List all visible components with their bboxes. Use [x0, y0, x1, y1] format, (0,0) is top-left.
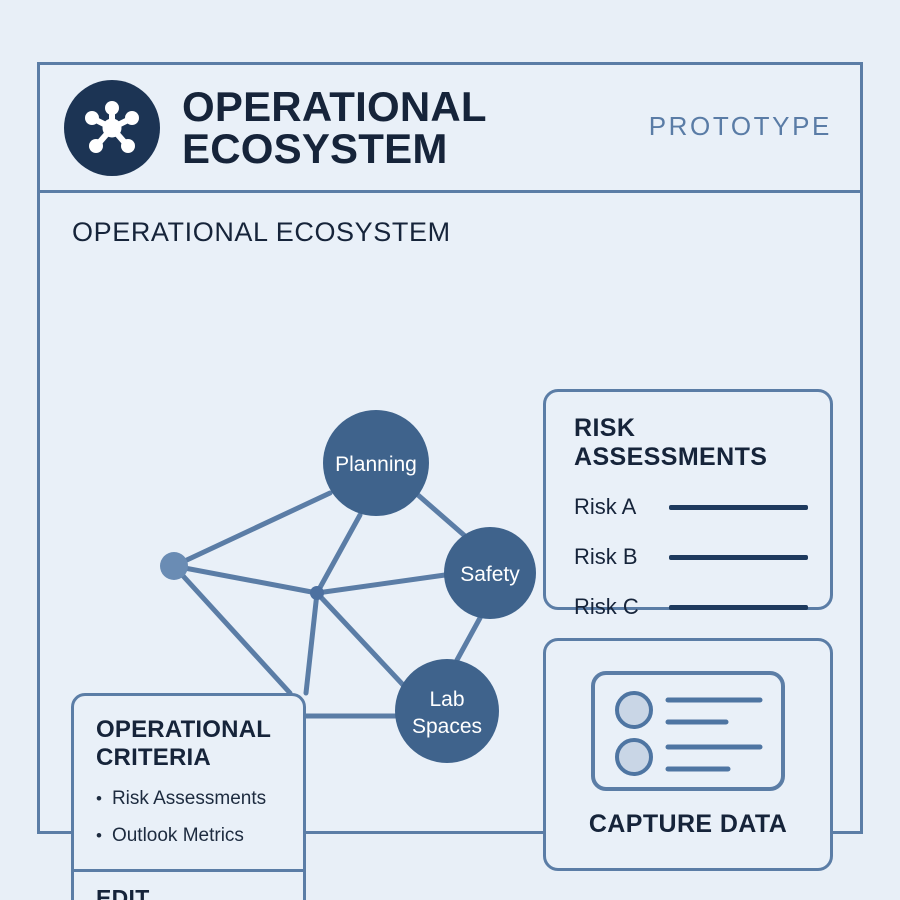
risk-assessments-panel: RISK ASSESSMENTS Risk A Risk B Risk C	[543, 389, 833, 619]
graph-node-lab-spaces-label-line2: Spaces	[412, 715, 482, 738]
operational-criteria-card[interactable]: OPERATIONAL CRITERIA • Risk Assessments …	[71, 693, 306, 900]
criteria-card-body: OPERATIONAL CRITERIA • Risk Assessments …	[74, 696, 303, 869]
graph-node-safety-label: Safety	[460, 563, 520, 586]
table-row[interactable]: Risk B	[574, 544, 808, 570]
graph-node-safety[interactable]	[444, 527, 536, 619]
criteria-card-title: OPERATIONAL CRITERIA	[96, 716, 272, 772]
section-title: OPERATIONAL ECOSYSTEM	[72, 217, 451, 247]
capture-data-label: CAPTURE DATA	[588, 810, 788, 838]
bullet-icon: •	[96, 788, 102, 808]
risk-row-bar	[669, 604, 808, 610]
ecosystem-graph: Planning Safety Lab Spaces	[40, 193, 860, 831]
graph-node-lab-spaces[interactable]	[395, 659, 499, 763]
risk-row-bar	[669, 554, 808, 560]
list-item-label: Outlook Metrics	[111, 824, 244, 846]
network-hub-icon	[64, 79, 160, 176]
risk-row-label: Risk A	[574, 494, 637, 519]
list-item[interactable]: • Risk Assessments	[96, 787, 285, 809]
risk-assessments-title: RISK ASSESSMENTS	[574, 414, 768, 471]
header-bar: OPERATIONAL ECOSYSTEM PROTOTYPE	[40, 65, 860, 193]
graph-edges	[171, 490, 483, 719]
graph-node-lab-spaces-label-line1: Lab	[429, 688, 464, 711]
list-item-label: Risk Assessments	[111, 787, 267, 809]
graph-node-planning[interactable]	[323, 410, 429, 516]
main-canvas: OPERATIONAL ECOSYSTEM	[40, 193, 860, 900]
risk-row-label: Risk B	[574, 544, 638, 569]
table-row[interactable]: Risk A	[574, 494, 808, 520]
graph-node-junction[interactable]	[310, 586, 324, 600]
edit-workflow-button[interactable]: EDIT WORKFLOW	[74, 868, 303, 900]
graph-nodes: Planning Safety Lab Spaces	[160, 410, 536, 763]
list-item[interactable]: • Outlook Metrics	[96, 824, 285, 846]
risk-row-bar	[669, 504, 808, 510]
application-frame: OPERATIONAL ECOSYSTEM PROTOTYPE OPERATIO…	[37, 62, 863, 900]
data-card-icon	[591, 671, 785, 791]
bullet-icon: •	[96, 825, 102, 845]
table-row[interactable]: Risk C	[574, 594, 808, 620]
graph-node-anchor[interactable]	[160, 552, 188, 580]
status-badge: PROTOTYPE	[648, 111, 832, 141]
page-title: OPERATIONAL ECOSYSTEM	[182, 83, 487, 172]
criteria-list: • Risk Assessments • Outlook Metrics	[96, 787, 285, 846]
risk-row-label: Risk C	[574, 594, 639, 619]
graph-node-planning-label: Planning	[335, 453, 417, 476]
brand-group: OPERATIONAL ECOSYSTEM	[64, 79, 649, 176]
capture-data-panel[interactable]: CAPTURE DATA	[543, 638, 833, 871]
